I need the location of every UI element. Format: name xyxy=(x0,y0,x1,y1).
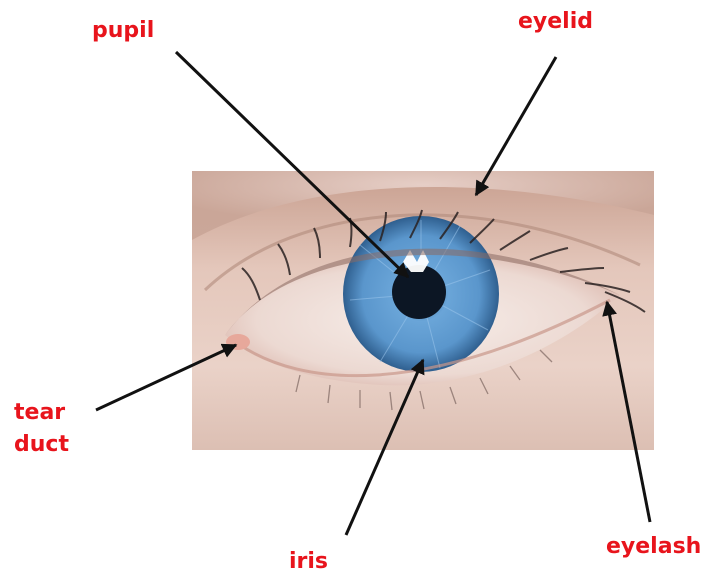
pupil-label: pupil xyxy=(92,16,154,46)
eye-photo xyxy=(192,171,654,450)
eyelash-label: eyelash xyxy=(606,532,701,562)
eyelid-label: eyelid xyxy=(518,7,593,37)
tear-duct-label: tear duct xyxy=(14,397,69,461)
pupil-shape xyxy=(392,265,446,319)
tear-duct-label-line1: tear xyxy=(14,397,69,429)
tear-duct-label-line2: duct xyxy=(14,429,69,461)
iris-label: iris xyxy=(289,547,328,577)
